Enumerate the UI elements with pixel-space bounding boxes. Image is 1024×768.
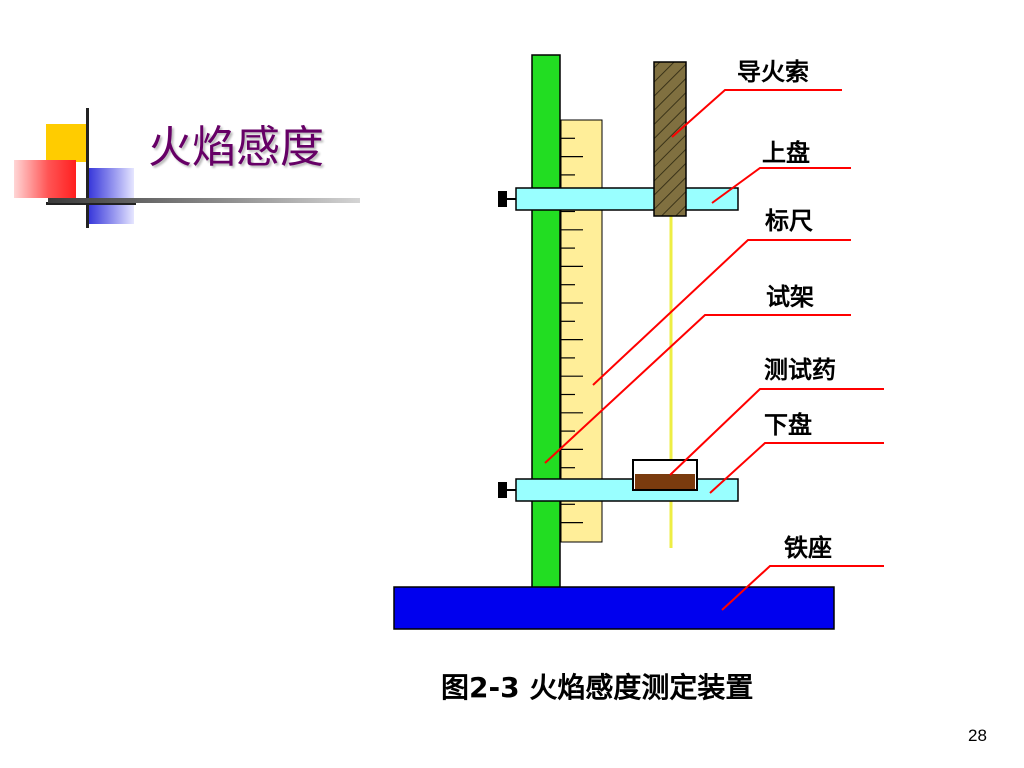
title-ornament-horizontal-line <box>46 202 136 205</box>
title-ornament-red-bar <box>14 160 76 198</box>
leader-upper-plate <box>711 167 851 204</box>
upper-plate <box>498 187 739 211</box>
leader-sample <box>669 388 884 476</box>
leader-fuse <box>671 89 842 138</box>
test-sample-dish <box>632 459 698 491</box>
title-ornament-yellow-square <box>46 124 86 162</box>
title-underline <box>48 198 360 203</box>
title-ornament-vertical-line <box>86 108 89 228</box>
iron-base <box>393 586 835 630</box>
stand-column <box>531 54 561 589</box>
leader-lines <box>544 89 884 611</box>
leader-base <box>721 565 884 611</box>
page-number: 28 <box>968 726 987 745</box>
label-scale: 标尺 <box>765 207 813 235</box>
label-lower-plate: 下盘 <box>764 411 812 439</box>
label-stand: 试架 <box>766 283 814 311</box>
label-upper-plate: 上盘 <box>762 139 810 167</box>
figure-caption: 图2-3 火焰感度测定装置 <box>441 671 754 704</box>
label-fuse: 导火索 <box>737 58 809 86</box>
slide-title: 火焰感度 <box>148 122 324 173</box>
leader-stand <box>544 314 851 464</box>
label-base: 铁座 <box>784 534 832 562</box>
leader-scale <box>592 239 851 386</box>
fuse-rod <box>653 61 687 217</box>
leader-lower-plate <box>709 442 884 494</box>
label-sample: 测试药 <box>764 356 836 384</box>
flame-sensitivity-apparatus-diagram <box>393 54 884 630</box>
lower-plate <box>498 478 739 502</box>
title-ornament-blue-square <box>86 168 134 224</box>
